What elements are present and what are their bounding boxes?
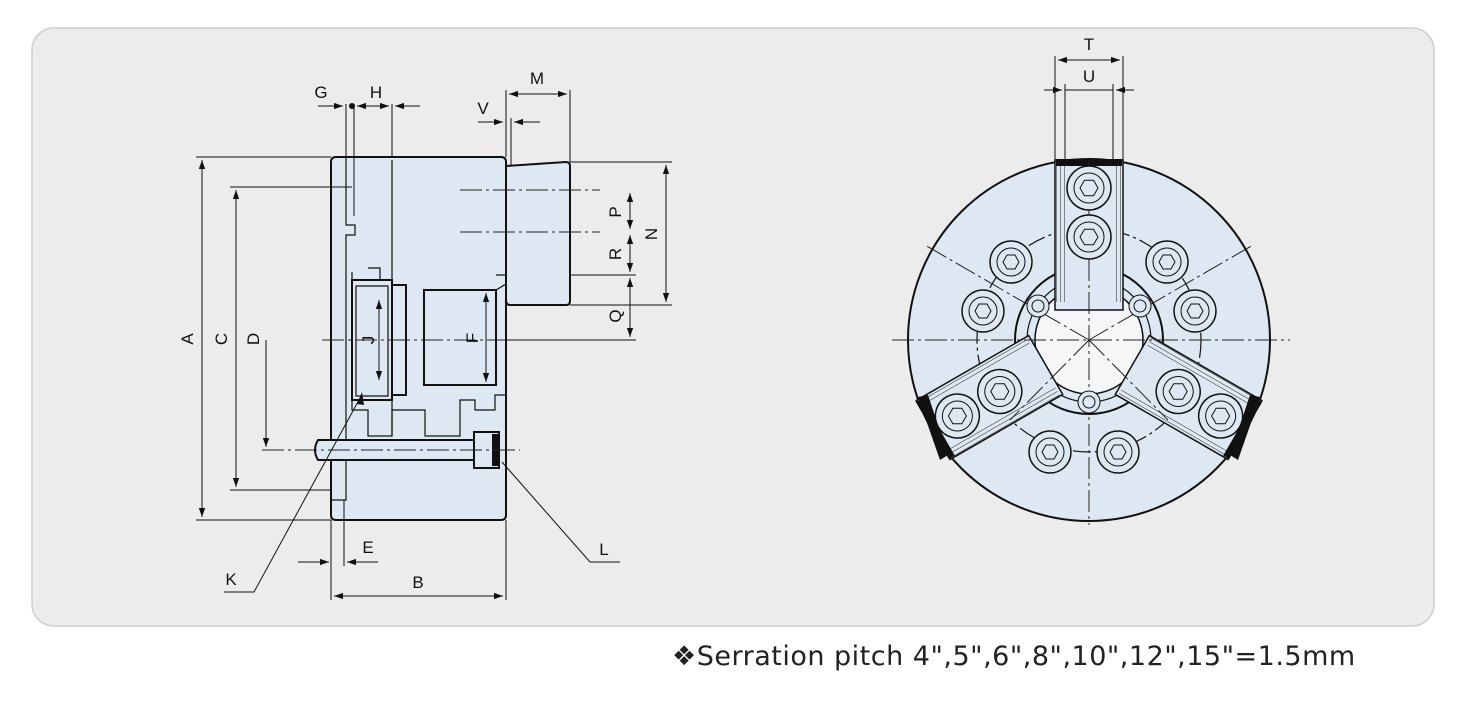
dim-label-E: E: [362, 538, 373, 557]
front-view: T U: [892, 35, 1290, 525]
serration-note: ❖Serration pitch 4",5",6",8",10",12",15"…: [672, 641, 1356, 672]
dim-label-K: K: [225, 570, 237, 589]
dim-label-M: M: [530, 69, 544, 88]
dim-label-L: L: [599, 540, 608, 559]
plunger: [423, 289, 497, 386]
chuck-body: [330, 156, 507, 521]
dim-label-F: F: [463, 333, 482, 343]
dim-label-R: R: [606, 248, 625, 260]
dim-label-C: C: [212, 333, 231, 345]
side-view: A C D B E G H M V: [178, 69, 672, 600]
dim-label-T: T: [1084, 35, 1094, 54]
body-bolts: [961, 240, 1217, 474]
dim-label-B: B: [412, 573, 423, 592]
bore-screws: [1026, 294, 1152, 414]
dim-label-J: J: [359, 336, 378, 345]
dim-label-G: G: [314, 83, 327, 102]
dim-label-Q: Q: [606, 309, 625, 322]
dim-label-U: U: [1083, 67, 1095, 86]
dim-label-P: P: [606, 206, 625, 217]
dim-label-N: N: [642, 228, 661, 240]
diamond-bullet-icon: ❖: [672, 641, 697, 672]
dim-label-V: V: [477, 99, 489, 118]
serration-note-text: Serration pitch 4",5",6",8",10",12",15"=…: [696, 641, 1356, 672]
top-jaw: [505, 160, 571, 306]
dim-label-D: D: [244, 333, 263, 345]
dim-label-H: H: [370, 83, 382, 102]
dim-label-A: A: [178, 333, 197, 345]
